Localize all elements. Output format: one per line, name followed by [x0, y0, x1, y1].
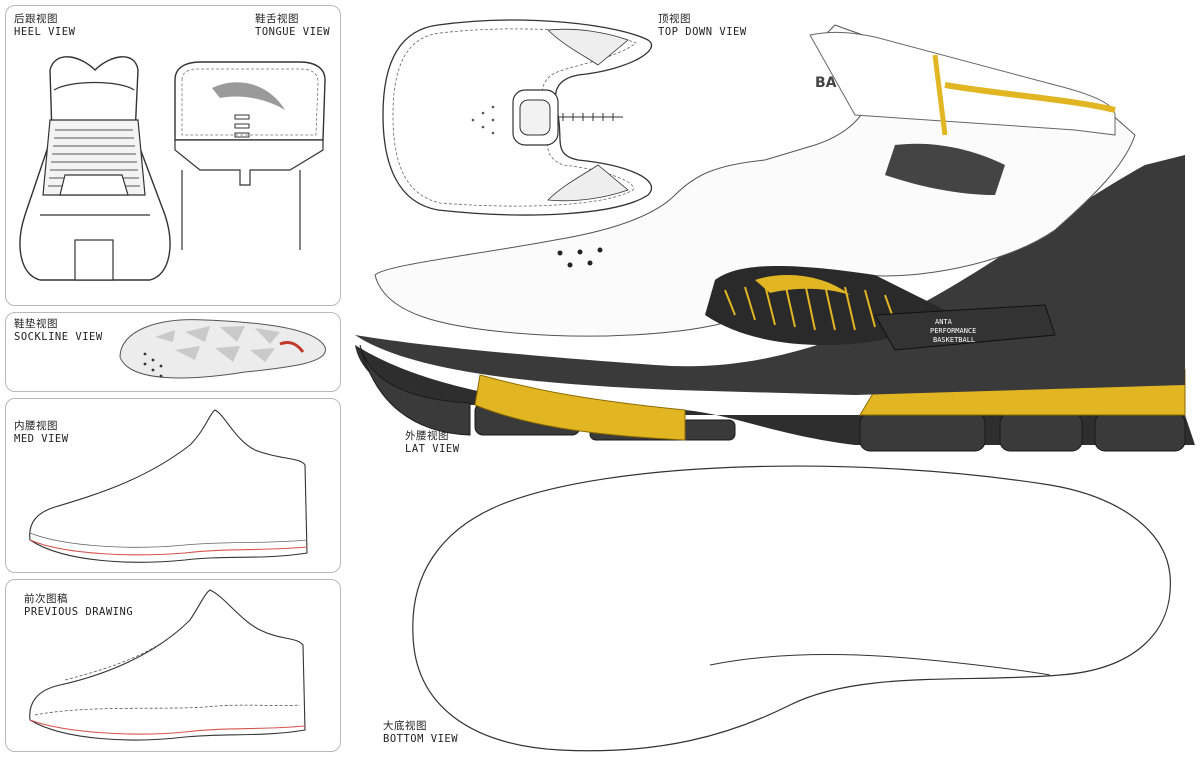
badge-line-2: PERFORMANCE — [930, 327, 976, 335]
badge-line-3: BASKETBALL — [933, 336, 975, 344]
previous-drawing — [29, 589, 306, 741]
strap-mark: BA — [815, 75, 837, 91]
lat-view-shoe: BA ANTA PERFORMANCE BASKETBALL — [355, 24, 1195, 452]
badge-line-1: ANTA — [935, 318, 953, 326]
anta-logo — [755, 275, 850, 295]
heel-view-drawing — [19, 56, 171, 281]
midsole-yellow — [474, 374, 686, 441]
tongue-view-drawing — [174, 61, 326, 250]
top-view-drawing — [382, 19, 653, 216]
bottom-view-drawing — [412, 465, 1171, 752]
sockline-drawing — [119, 319, 326, 379]
med-view-drawing — [29, 409, 308, 563]
